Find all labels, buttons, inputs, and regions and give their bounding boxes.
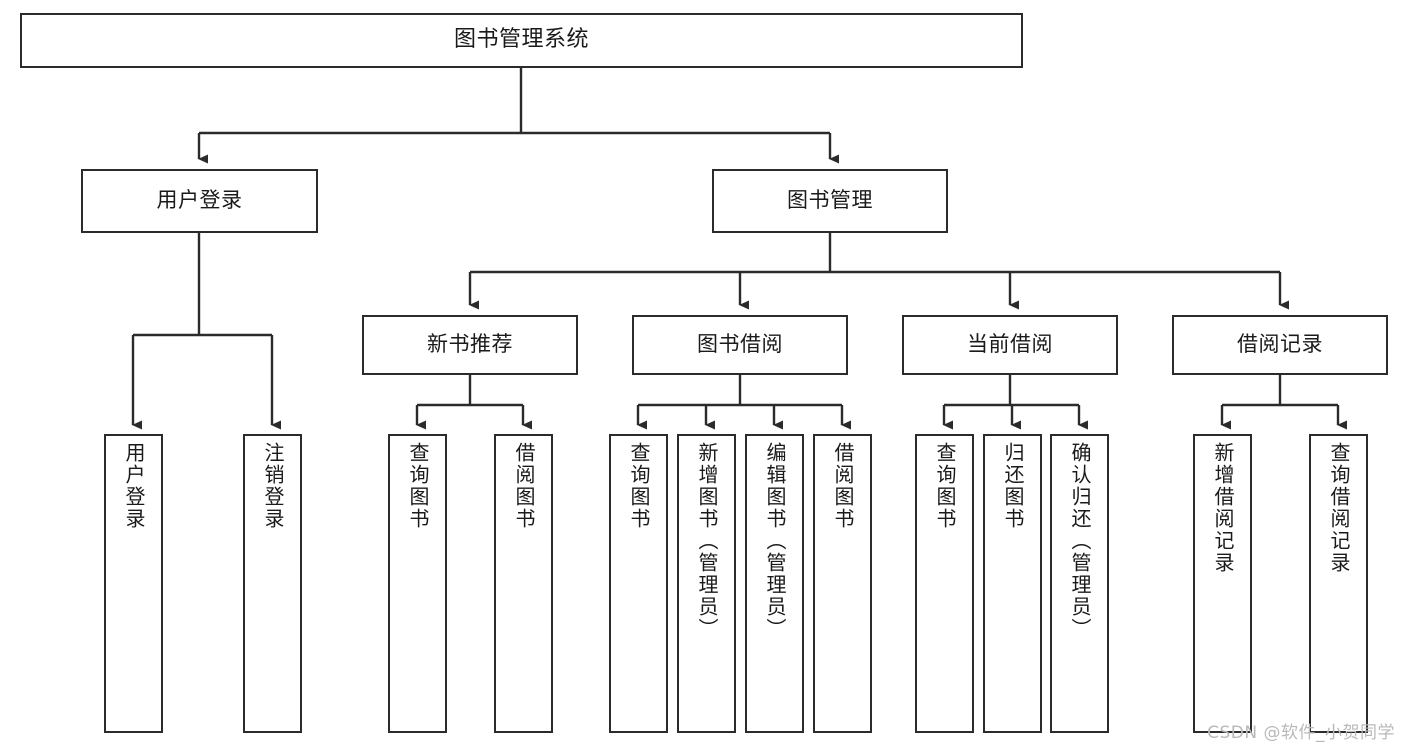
leaf-book-borrow-query[interactable]: 查询图书 — [609, 434, 668, 733]
node-label: 查询借阅记录 — [1327, 442, 1351, 574]
leaf-new-book-query[interactable]: 查询图书 — [388, 434, 447, 733]
node-label: 图书管理系统 — [453, 27, 589, 53]
node-label: 用户登录 — [122, 442, 146, 530]
node-new-book-recommend[interactable]: 新书推荐 — [362, 315, 578, 375]
node-label: 借阅图书 — [831, 442, 855, 530]
leaf-current-borrow-query[interactable]: 查询图书 — [915, 434, 974, 733]
node-label: 查询图书 — [406, 442, 430, 530]
node-label: 注销登录 — [261, 442, 285, 530]
node-label: 借阅记录 — [1237, 332, 1323, 357]
node-label: 图书借阅 — [697, 332, 783, 357]
leaf-borrow-record-query[interactable]: 查询借阅记录 — [1309, 434, 1368, 733]
leaf-current-borrow-confirm-return[interactable]: 确认归还（管理员） — [1050, 434, 1109, 733]
leaf-book-borrow-edit[interactable]: 编辑图书（管理员） — [745, 434, 804, 733]
leaf-book-borrow-add[interactable]: 新增图书（管理员） — [677, 434, 736, 733]
node-label: 用户登录 — [156, 188, 243, 213]
node-current-borrow[interactable]: 当前借阅 — [902, 315, 1118, 375]
node-label: 当前借阅 — [967, 332, 1053, 357]
node-book-borrow[interactable]: 图书借阅 — [632, 315, 848, 375]
node-label: 图书管理 — [787, 188, 873, 213]
node-label: 新增借阅记录 — [1211, 442, 1235, 574]
leaf-borrow-record-add[interactable]: 新增借阅记录 — [1193, 434, 1252, 733]
node-label: 确认归还（管理员） — [1068, 442, 1092, 640]
node-user-login[interactable]: 用户登录 — [81, 169, 318, 233]
leaf-book-borrow-borrow[interactable]: 借阅图书 — [813, 434, 872, 733]
node-root-system[interactable]: 图书管理系统 — [20, 13, 1023, 68]
node-borrow-record[interactable]: 借阅记录 — [1172, 315, 1388, 375]
leaf-user-login-logout[interactable]: 注销登录 — [243, 434, 302, 733]
node-label: 新增图书（管理员） — [695, 442, 719, 640]
node-label: 借阅图书 — [512, 442, 536, 530]
node-label: 新书推荐 — [427, 332, 513, 357]
leaf-current-borrow-return[interactable]: 归还图书 — [983, 434, 1042, 733]
node-label: 查询图书 — [933, 442, 957, 530]
node-book-management[interactable]: 图书管理 — [712, 169, 948, 233]
node-label: 查询图书 — [627, 442, 651, 530]
node-label: 编辑图书（管理员） — [763, 442, 787, 640]
leaf-new-book-borrow[interactable]: 借阅图书 — [494, 434, 553, 733]
node-label: 归还图书 — [1001, 442, 1025, 530]
leaf-user-login-login[interactable]: 用户登录 — [104, 434, 163, 733]
